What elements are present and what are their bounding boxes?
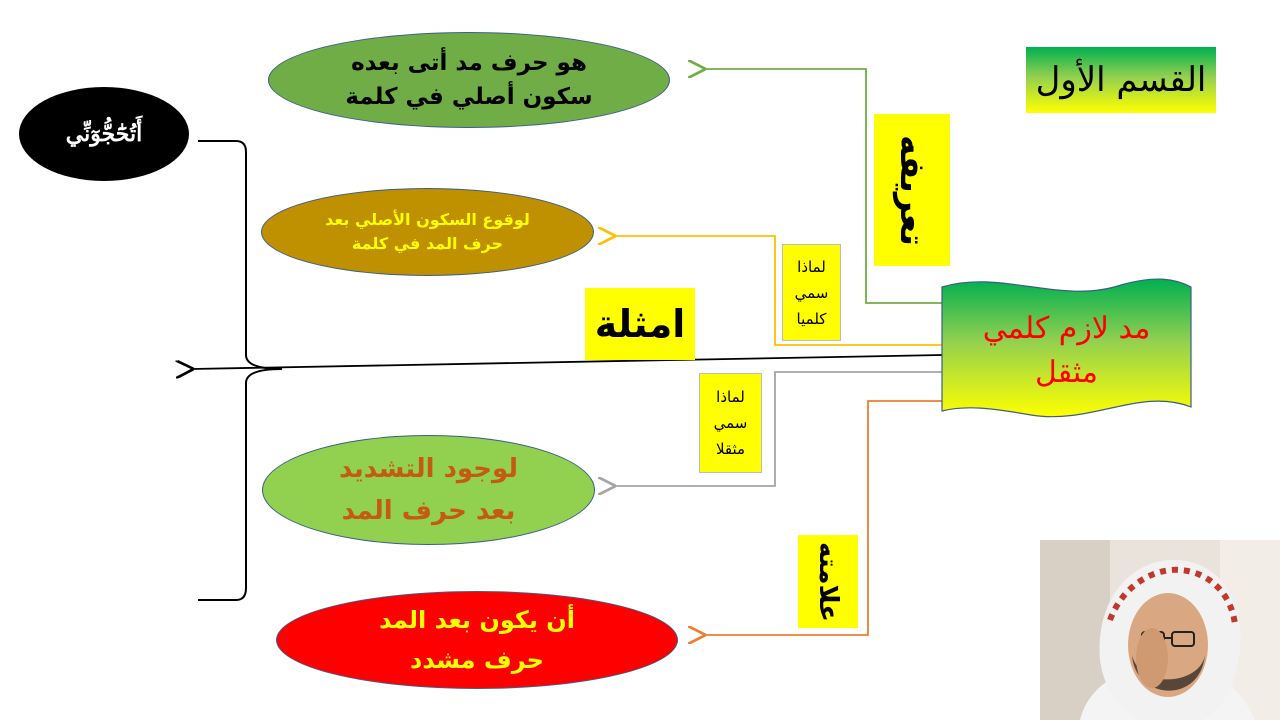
arrow-to-examples [192,354,943,369]
examples-label: امثلة [594,302,686,346]
sign-label: علامته [813,541,843,622]
why-kalimi-box: لماذا سمي كلميا [782,244,841,341]
muthaqqal-reason-text: لوجود التشديد بعد حرف المد [338,454,519,526]
sign-label-box: علامته [798,535,858,628]
brace [198,140,283,601]
section-title: القسم الأول [1035,60,1207,100]
sign-ellipse: أن يكون بعد المد حرف مشدد [276,591,678,689]
example-word: أَتُحَٰٓجُّوٓنِّي [65,121,143,147]
definition-label-box: تعريفه [874,114,950,266]
sign-text: أن يكون بعد المد حرف مشدد [379,606,575,674]
examples-label-box: امثلة [585,288,695,360]
arrow-to-kalimi-reason [614,236,942,346]
main-topic-title: مد لازم كلمي مثقل [982,311,1151,390]
definition-text: هو حرف مد أتى بعده سكون أصلي في كلمة [345,50,593,110]
presenter-webcam [1040,540,1280,720]
why-muthaqqal-box: لماذا سمي مثقلا [699,373,762,473]
banner-shape [941,278,1192,418]
kalimi-reason-ellipse: لوقوع السكون الأصلي بعد حرف المد في كلمة [261,188,594,276]
kalimi-reason-text: لوقوع السكون الأصلي بعد حرف المد في كلمة [325,210,530,253]
definition-label: تعريفه [892,134,932,246]
why-kalimi-label: لماذا سمي كلميا [794,257,829,328]
why-muthaqqal-label: لماذا سمي مثقلا [713,388,748,458]
section-title-box: القسم الأول [1026,47,1216,113]
muthaqqal-reason-ellipse: لوجود التشديد بعد حرف المد [262,435,595,545]
main-topic-banner: مد لازم كلمي مثقل [941,275,1192,427]
arrow-to-sign [704,400,942,635]
arrow-to-muthaqqal-reason [614,371,942,486]
arrow-to-definition [704,69,942,304]
presenter-image [1040,540,1280,720]
example-word-ellipse: أَتُحَٰٓجُّوٓنِّي [19,87,189,181]
definition-ellipse: هو حرف مد أتى بعده سكون أصلي في كلمة [268,32,670,128]
